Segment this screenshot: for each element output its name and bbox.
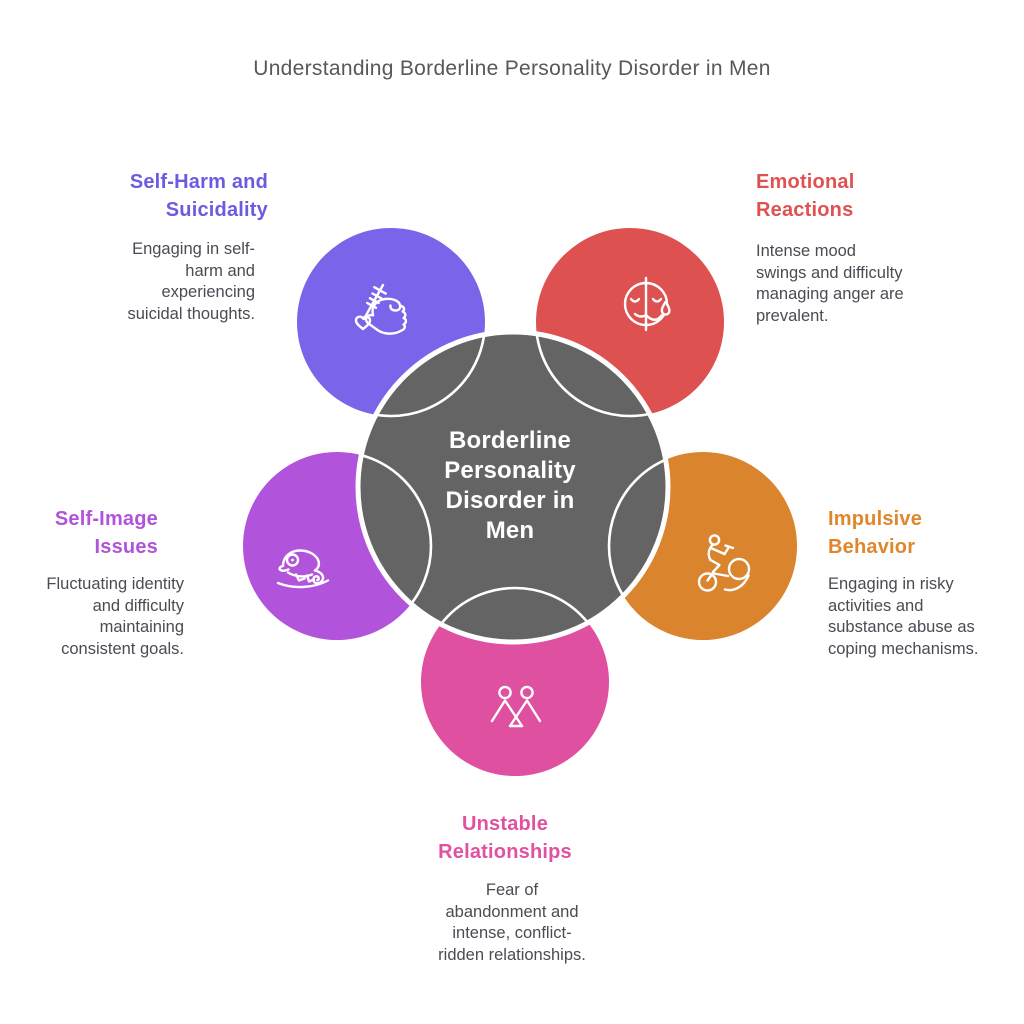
- fist-holding-blade-icon: [354, 283, 408, 335]
- section-description-emotional-reactions: Intense mood swings and difficulty manag…: [756, 242, 904, 325]
- overlap-arcs: [358, 332, 668, 642]
- section-heading-emotional-reactions: Emotional Reactions: [756, 171, 855, 221]
- section-heading-self-image: Self-Image Issues: [54, 508, 158, 558]
- section-description-unstable-relationships: Fear of abandonment and intense, conflic…: [438, 881, 586, 964]
- center-circle-label: Borderline Personality Disorder in Men: [444, 427, 576, 544]
- section-heading-unstable-relationships: Unstable Relationships: [438, 813, 572, 863]
- center-circle: [355, 329, 671, 645]
- section-description-self-image: Fluctuating identity and difficulty main…: [46, 575, 184, 658]
- section-description-impulsive-behavior: Engaging in risky activities and substan…: [828, 575, 979, 658]
- section-heading-self-harm: Self-Harm and Suicidality: [129, 171, 268, 221]
- page-title: Understanding Borderline Personality Dis…: [253, 57, 771, 80]
- section-heading-impulsive-behavior: Impulsive Behavior: [828, 508, 923, 558]
- two-mood-face-icon: [623, 276, 671, 332]
- bmx-rider-icon: [697, 534, 751, 592]
- section-description-self-harm: Engaging in self- harm and experiencing …: [127, 240, 256, 323]
- chameleon-icon: [276, 549, 330, 589]
- two-people-holding-hands-icon: [490, 685, 542, 728]
